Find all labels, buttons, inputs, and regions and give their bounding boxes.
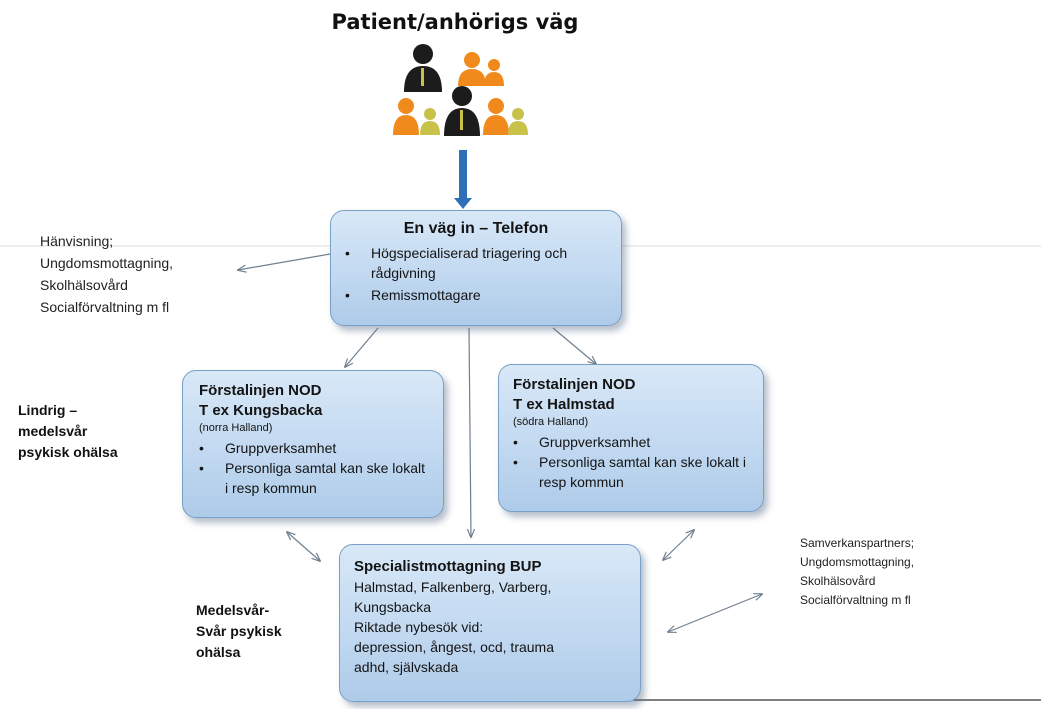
first-line-south-region: (södra Halland) xyxy=(513,416,589,428)
first-line-south-bullets: Gruppverksamhet Personliga samtal kan sk… xyxy=(513,432,749,492)
severity-label-severe: Medelsvår- Svår psykisk ohälsa xyxy=(196,600,282,663)
note-line: Skolhälsovård xyxy=(800,574,876,588)
specialist-clinic-heading: Specialistmottagning BUP xyxy=(354,558,542,575)
bullet-item: Personliga samtal kan ske lokalt i resp … xyxy=(513,452,749,492)
partner-note-right: Samverkanspartners; Ungdomsmottagning, S… xyxy=(800,534,914,610)
person-yellow-icon xyxy=(508,108,528,135)
main-arrow-head xyxy=(454,198,472,209)
intake-phone-bullets: Högspecialiserad triagering och rådgivni… xyxy=(345,243,607,305)
severity-label-mild: Lindrig – medelsvår psykisk ohälsa xyxy=(18,400,118,463)
first-line-south-box: Förstalinjen NOD T ex Halmstad (södra Ha… xyxy=(498,364,764,512)
label-line: Svår psykisk xyxy=(196,623,282,639)
bullet-item: Högspecialiserad triagering och rådgivni… xyxy=(345,243,607,283)
double-arrow-right xyxy=(663,530,694,560)
arrow-to-bottom-box xyxy=(469,327,471,537)
specialist-clinic-line: Kungsbacka xyxy=(354,599,432,615)
person-orange-icon xyxy=(483,98,509,135)
first-line-north-bullets: Gruppverksamhet Personliga samtal kan sk… xyxy=(199,438,429,498)
first-line-north-region: (norra Halland) xyxy=(199,422,273,434)
intake-phone-heading: En väg in – Telefon xyxy=(403,220,549,237)
note-line: Skolhälsovård xyxy=(40,277,128,293)
bullet-item: Remissmottagare xyxy=(345,285,607,305)
specialist-clinic-line: adhd, självskada xyxy=(354,659,459,675)
bullet-item: Gruppverksamhet xyxy=(513,432,749,452)
intake-phone-box: En väg in – Telefon Högspecialiserad tri… xyxy=(330,210,622,326)
double-arrow-far-right xyxy=(668,594,762,632)
bullet-item: Personliga samtal kan ske lokalt i resp … xyxy=(199,458,429,498)
double-arrow-left xyxy=(287,532,320,561)
specialist-clinic-box: Specialistmottagning BUP Halmstad, Falke… xyxy=(339,544,641,702)
arrow-to-left-box xyxy=(345,327,379,367)
person-yellow-icon xyxy=(420,108,440,135)
first-line-north-example: T ex Kungsbacka xyxy=(199,402,323,419)
main-arrow-shaft xyxy=(459,150,467,200)
diagram-title: Patient/anhörigs väg xyxy=(331,10,579,34)
first-line-south-heading: Förstalinjen NOD xyxy=(513,376,636,393)
specialist-clinic-line: Riktade nybesök vid: xyxy=(354,619,484,635)
first-line-south-example: T ex Halmstad xyxy=(513,396,615,413)
label-line: medelsvår xyxy=(18,423,88,439)
bullet-item: Gruppverksamhet xyxy=(199,438,429,458)
arrow-to-left-note xyxy=(238,253,331,270)
note-line: Socialförvaltning m fl xyxy=(40,299,170,315)
arrow-to-right-box xyxy=(552,327,596,364)
first-line-north-heading: Förstalinjen NOD xyxy=(199,382,322,399)
note-line: Hänvisning; xyxy=(40,233,114,249)
label-line: Medelsvår- xyxy=(196,602,270,618)
person-dark-icon xyxy=(444,86,480,136)
note-line: Samverkanspartners; xyxy=(800,536,915,550)
specialist-clinic-line: depression, ångest, ocd, trauma xyxy=(354,639,555,655)
note-line: Ungdomsmottagning, xyxy=(800,555,915,569)
note-line: Socialförvaltning m fl xyxy=(800,593,911,607)
specialist-clinic-line: Halmstad, Falkenberg, Varberg, xyxy=(354,579,552,595)
first-line-north-box: Förstalinjen NOD T ex Kungsbacka (norra … xyxy=(182,370,444,518)
label-line: ohälsa xyxy=(196,644,241,660)
person-orange-icon xyxy=(484,59,504,86)
person-orange-icon xyxy=(458,52,486,86)
person-orange-icon xyxy=(393,98,419,135)
label-line: psykisk ohälsa xyxy=(18,444,118,460)
people-group-icon xyxy=(393,44,528,136)
person-dark-icon xyxy=(404,44,442,92)
label-line: Lindrig – xyxy=(18,402,78,418)
note-line: Ungdomsmottagning, xyxy=(40,255,174,271)
referral-note-left: Hänvisning; Ungdomsmottagning, Skolhälso… xyxy=(40,230,173,318)
